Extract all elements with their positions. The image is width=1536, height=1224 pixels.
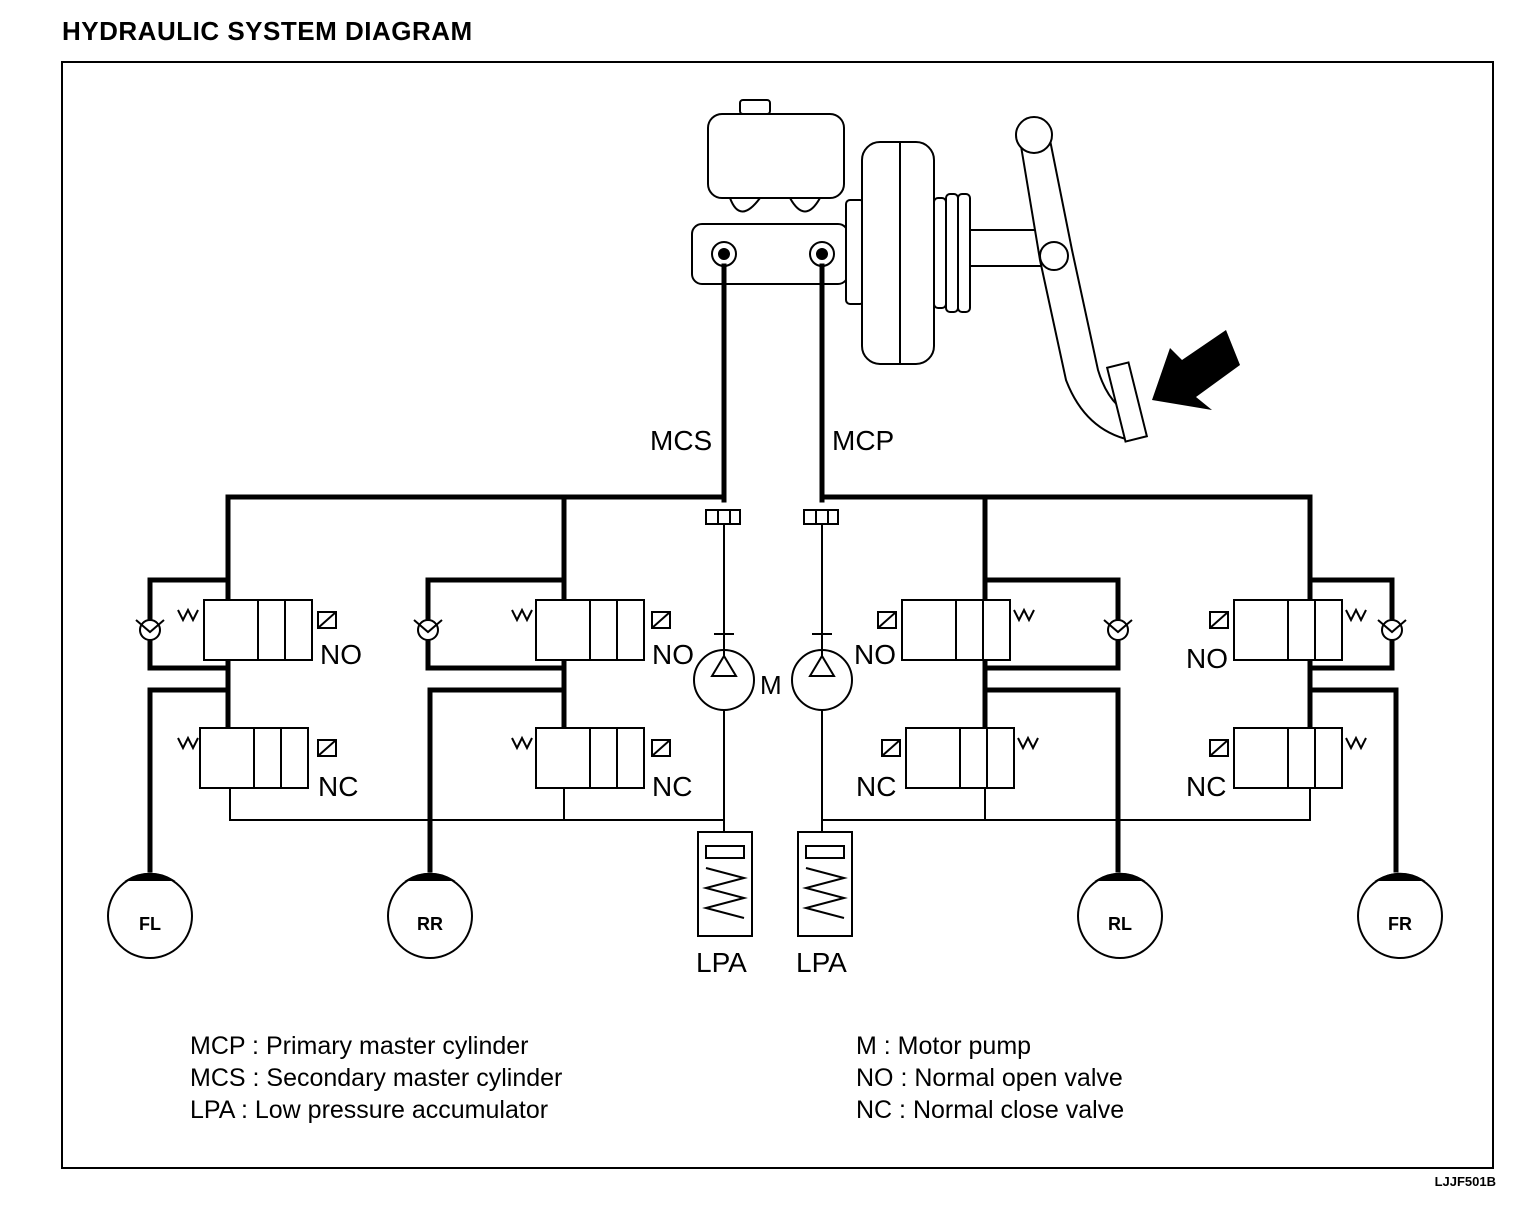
brake-booster — [845, 141, 1051, 365]
wheel-fr — [1357, 872, 1443, 959]
label-lpa-right: LPA — [796, 947, 847, 978]
diagram-code: LJJF501B — [1434, 1174, 1496, 1189]
label-fl-no: NO — [320, 639, 362, 670]
valve-rr-no — [535, 599, 645, 661]
valve-rl-no — [901, 599, 1011, 661]
master-cylinder — [691, 99, 849, 285]
line-fittings — [705, 509, 839, 525]
label-fr-no: NO — [1186, 643, 1228, 674]
wheel-label-fl: FL — [139, 914, 161, 934]
label-rl-nc: NC — [856, 771, 896, 802]
wheel-label-fr: FR — [1388, 914, 1412, 934]
diagram-frame — [61, 61, 1494, 1169]
legend-left: MCP : Primary master cylinder MCS : Seco… — [190, 1030, 562, 1126]
pedal-force-arrow — [1152, 330, 1240, 410]
valve-fr-no — [1233, 599, 1343, 661]
legend-item: NO : Normal open valve — [856, 1064, 1123, 1092]
reservoir-cap — [739, 99, 771, 115]
brake-pedal — [1015, 116, 1149, 443]
label-mcp: MCP — [832, 425, 894, 456]
page-title: HYDRAULIC SYSTEM DIAGRAM — [62, 16, 473, 46]
valve-rr-nc — [535, 727, 645, 789]
label-fl-nc: NC — [318, 771, 358, 802]
legend-item: MCP : Primary master cylinder — [190, 1032, 529, 1060]
valve-fl-nc — [199, 727, 309, 789]
label-rr-no: NO — [652, 639, 694, 670]
label-lpa-left: LPA — [696, 947, 747, 978]
wheel-label-rl: RL — [1108, 914, 1132, 934]
legend-item: M : Motor pump — [856, 1032, 1032, 1060]
legend-item: LPA : Low pressure accumulator — [190, 1096, 549, 1124]
label-mcs: MCS — [650, 425, 712, 456]
wheel-label-rr: RR — [417, 914, 443, 934]
label-rl-no: NO — [854, 639, 896, 670]
legend-item: MCS : Secondary master cylinder — [190, 1064, 563, 1092]
label-fr-nc: NC — [1186, 771, 1226, 802]
wheel-fl — [107, 872, 193, 959]
valve-rl-nc — [905, 727, 1015, 789]
label-rr-nc: NC — [652, 771, 692, 802]
check-valves — [135, 619, 1407, 641]
legend-right: M : Motor pump NO : Normal open valve NC… — [856, 1030, 1124, 1126]
accumulator-right — [797, 831, 853, 937]
valve-fl-no — [203, 599, 313, 661]
reservoir — [707, 113, 845, 199]
accumulator-left — [697, 831, 753, 937]
legend-item: NC : Normal close valve — [856, 1096, 1125, 1124]
motor-pump — [693, 633, 853, 711]
wheel-rr — [387, 872, 473, 959]
wheel-rl — [1077, 872, 1163, 959]
valve-fr-nc — [1233, 727, 1343, 789]
motor-label: M — [760, 670, 782, 700]
valve-actuators — [177, 607, 1367, 757]
